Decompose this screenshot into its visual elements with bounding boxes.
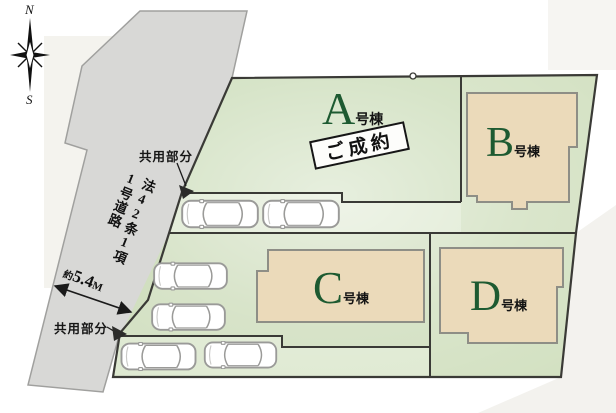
plot-d-suffix: 号棟: [501, 298, 528, 313]
plot-b-letter: B: [486, 120, 515, 166]
plot-a-bottom-line: [182, 192, 461, 203]
plot-a-label: A号棟: [322, 82, 383, 135]
plot-c-label: C号棟: [313, 262, 369, 314]
boundary-marker-triangle: [179, 185, 194, 199]
car-icon: [120, 342, 197, 371]
car-icon: [181, 199, 259, 229]
plot-c-suffix: 号棟: [343, 291, 370, 306]
plot-a-letter: A: [322, 83, 356, 134]
building-c-footprint: [256, 249, 425, 323]
background-texture: [548, 0, 616, 70]
compass-rose-icon: [10, 18, 50, 92]
plot-d-letter: D: [470, 273, 502, 320]
plot-d-label: D号棟: [470, 272, 527, 321]
plot-boundary-lines: [120, 76, 576, 377]
plot-b-label: B号棟: [486, 119, 540, 167]
plot-c-letter: C: [313, 263, 344, 313]
car-icon: [153, 261, 228, 291]
building-b-footprint: [466, 92, 578, 210]
compass-north-label: N: [25, 2, 34, 17]
car-icon: [262, 199, 340, 229]
common-area-label-1: 共用部分: [139, 150, 194, 164]
leader-line-common-area-1: [176, 162, 187, 187]
common-area-label-2: 共用部分: [54, 322, 109, 336]
boundary-marker-triangle: [112, 326, 127, 341]
building-d-footprint: [439, 247, 564, 344]
background-texture: [478, 205, 616, 413]
car-icon: [203, 341, 278, 369]
compass-south-label: S: [26, 92, 33, 107]
site-boundary: [111, 73, 599, 379]
plot-c-bottom-line: [120, 335, 430, 348]
plot-a-suffix: 号棟: [355, 113, 384, 128]
road-width-arrow: [53, 283, 133, 315]
plot-b-suffix: 号棟: [514, 144, 541, 159]
car-icon: [151, 302, 226, 332]
survey-point-marker: [409, 72, 417, 80]
